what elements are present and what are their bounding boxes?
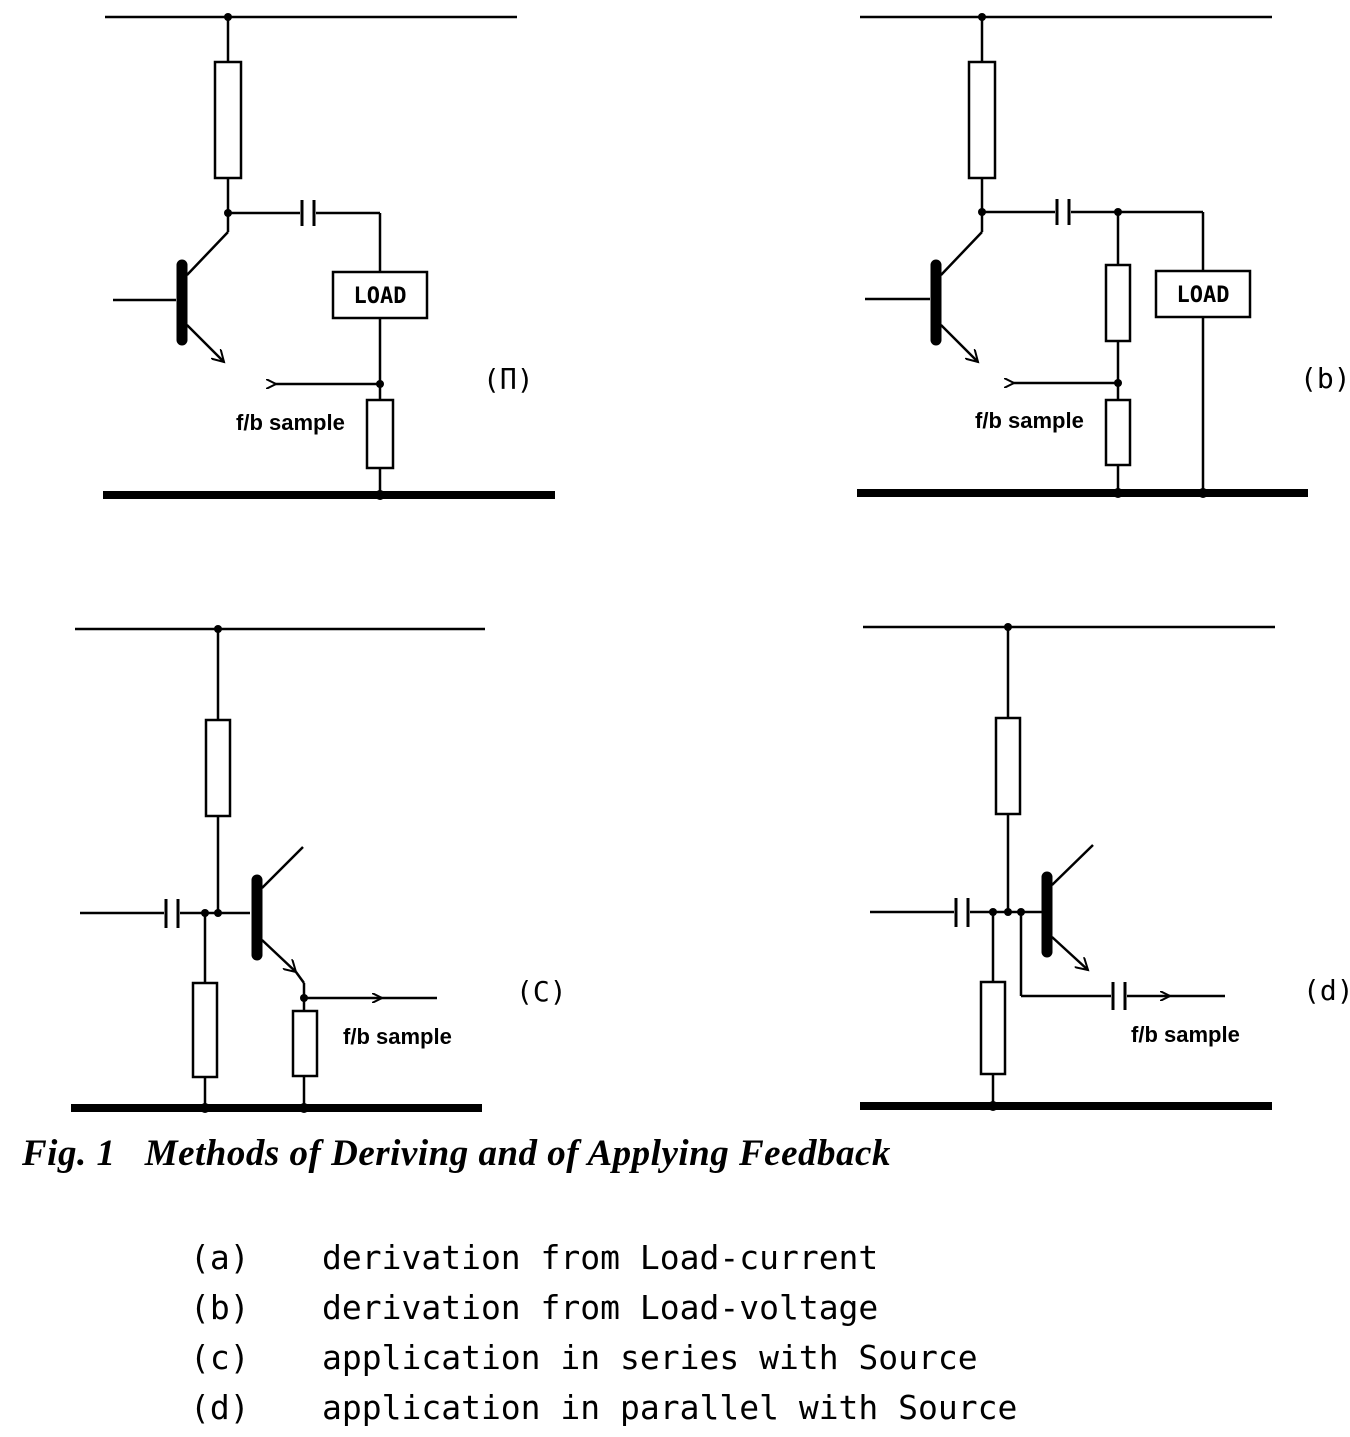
panel-a-circuit: LOAD f/b sample (Π) xyxy=(103,13,555,500)
load-label: LOAD xyxy=(354,284,407,309)
bias-resistor-top xyxy=(204,718,232,818)
legend-text: application in parallel with Source xyxy=(322,1387,1018,1427)
panel-label-c: (C) xyxy=(516,975,567,1008)
feedback-sample-label: f/b sample xyxy=(975,408,1084,433)
divider-resistor-bottom xyxy=(1104,398,1132,467)
junction-dot xyxy=(376,380,384,388)
sense-resistor xyxy=(365,398,395,470)
transistor-collector xyxy=(940,231,983,276)
bias-resistor-bottom xyxy=(191,981,219,1079)
transistor-emitter xyxy=(1051,936,1088,970)
legend-text: derivation from Load-voltage xyxy=(322,1287,879,1327)
legend-item: (d) application in parallel with Source xyxy=(190,1382,1017,1432)
load-box xyxy=(331,270,429,320)
legend-text: derivation from Load-current xyxy=(322,1237,879,1277)
junction-dot xyxy=(1004,908,1012,916)
panel-b-circuit: LOAD f/b sample (b) xyxy=(857,13,1350,498)
bias-resistor-top xyxy=(994,716,1022,816)
transistor-emitter xyxy=(186,324,224,362)
transistor-emitter xyxy=(940,324,978,362)
feedback-sample-label: f/b sample xyxy=(1131,1022,1240,1047)
feedback-sample-label: f/b sample xyxy=(236,410,345,435)
legend-key: (a) xyxy=(190,1237,250,1277)
emitter-resistor xyxy=(291,1009,319,1078)
bias-resistor-bottom xyxy=(979,980,1007,1076)
legend-key: (d) xyxy=(190,1387,250,1427)
panel-label-d: (d) xyxy=(1303,974,1350,1007)
figure-legend: (a) derivation from Load-current (b) der… xyxy=(190,1232,1017,1432)
collector-resistor xyxy=(213,60,243,180)
panel-label-a: (Π) xyxy=(483,363,534,396)
panel-d-circuit: f/b sample (d) xyxy=(860,623,1350,1111)
transistor-collector xyxy=(261,846,304,889)
legend-item: (b) derivation from Load-voltage xyxy=(190,1282,1017,1332)
wire xyxy=(294,971,306,984)
feedback-sample-label: f/b sample xyxy=(343,1024,452,1049)
legend-item: (c) application in series with Source xyxy=(190,1332,1017,1382)
collector-resistor xyxy=(967,60,997,180)
feedback-circuit-figure: LOAD f/b sample (Π) xyxy=(71,13,1350,1113)
legend-key: (b) xyxy=(190,1287,250,1327)
divider-resistor-top xyxy=(1104,263,1132,343)
transistor-emitter xyxy=(261,939,296,972)
panel-label-b: (b) xyxy=(1300,362,1350,395)
transistor-collector xyxy=(1051,844,1094,886)
legend-text: application in series with Source xyxy=(322,1337,978,1377)
legend-key: (c) xyxy=(190,1337,250,1377)
junction-dot xyxy=(214,909,222,917)
legend-item: (a) derivation from Load-current xyxy=(190,1232,1017,1282)
transistor-collector xyxy=(186,231,229,276)
panel-c-circuit: f/b sample (C) xyxy=(71,625,567,1113)
load-label: LOAD xyxy=(1177,283,1230,308)
figure-caption: Fig. 1 Methods of Deriving and of Applyi… xyxy=(22,1133,891,1174)
junction-dot xyxy=(1114,379,1122,387)
